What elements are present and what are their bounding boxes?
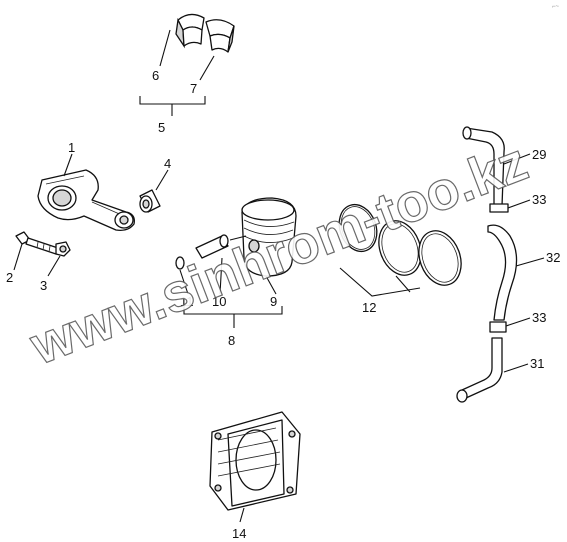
rod-bolt <box>15 231 59 255</box>
leader-14 <box>239 507 245 523</box>
leader-4 <box>155 169 169 191</box>
callout-7: 7 <box>190 81 197 96</box>
leader-33a <box>507 199 531 209</box>
leader-3 <box>47 255 61 277</box>
corner-mark: ⌐~ <box>552 4 560 10</box>
leader-29 <box>503 153 531 165</box>
oil-pipe-middle <box>487 224 518 321</box>
leader-7 <box>199 55 215 81</box>
pipe-clamp-lower <box>489 321 507 333</box>
leader-32 <box>515 257 545 267</box>
callout-32: 32 <box>546 250 560 265</box>
callout-6: 6 <box>152 68 159 83</box>
leader-2 <box>13 243 23 271</box>
leader-1 <box>63 153 73 177</box>
callout-8: 8 <box>228 333 235 348</box>
piston-ring-3 <box>418 230 462 286</box>
callout-12: 12 <box>362 300 376 315</box>
bracket-8 <box>183 306 283 328</box>
piston <box>241 197 297 277</box>
piston-ring-2 <box>378 220 422 276</box>
callout-3: 3 <box>40 278 47 293</box>
pipe-clamp-upper <box>489 203 509 213</box>
leader-31 <box>503 363 529 373</box>
callout-9: 9 <box>270 294 277 309</box>
circlip <box>175 256 185 270</box>
piston-ring-1 <box>338 203 378 253</box>
callout-11: 11 <box>180 294 194 309</box>
piston-pin-bushing <box>139 189 161 213</box>
bracket-5 <box>139 96 206 116</box>
leaders-9-10-11 <box>179 257 277 295</box>
cylinder-liner <box>209 411 301 511</box>
bearing-shell-lower <box>205 19 235 53</box>
oil-pipe-lower <box>456 337 503 403</box>
callout-2: 2 <box>6 270 13 285</box>
leader-33b <box>505 317 531 327</box>
bearing-shell-upper <box>175 13 205 49</box>
connecting-rod <box>37 169 135 232</box>
callout-4: 4 <box>164 156 171 171</box>
callout-33b: 33 <box>532 310 546 325</box>
leader-6 <box>159 29 171 67</box>
callout-10: 10 <box>212 294 226 309</box>
callout-5: 5 <box>158 120 165 135</box>
callout-31: 31 <box>530 356 544 371</box>
rod-nut <box>55 241 71 257</box>
callout-29: 29 <box>532 147 546 162</box>
callout-14: 14 <box>232 526 246 541</box>
callout-33a: 33 <box>532 192 546 207</box>
bracket-12 <box>339 267 421 297</box>
piston-pin <box>195 234 247 259</box>
callout-1: 1 <box>68 140 75 155</box>
